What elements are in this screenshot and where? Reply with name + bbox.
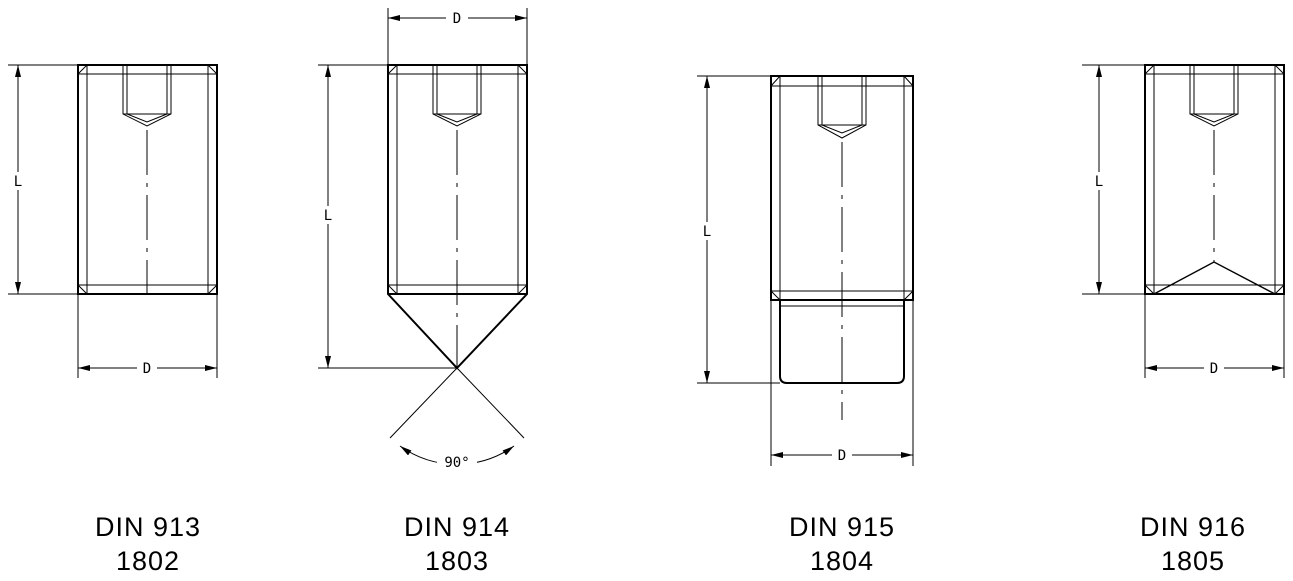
chamfer-lines xyxy=(1144,64,1285,295)
article-code: 1802 xyxy=(115,546,181,576)
caption-din-913: DIN 913 1802 xyxy=(48,510,248,578)
article-code: 1803 xyxy=(424,546,490,576)
angle-dimension xyxy=(389,367,525,465)
length-label: L xyxy=(14,174,22,190)
diameter-label: D xyxy=(1210,361,1218,377)
hex-socket xyxy=(1189,65,1239,127)
length-label: L xyxy=(703,224,711,240)
chamfer-lines xyxy=(770,75,914,307)
length-label: L xyxy=(1095,174,1103,190)
angle-label: 90° xyxy=(444,455,469,471)
hex-socket xyxy=(122,65,172,127)
article-code: 1805 xyxy=(1160,546,1226,576)
screw-body xyxy=(77,64,218,295)
hex-socket xyxy=(817,76,867,139)
article-code: 1804 xyxy=(809,546,875,576)
caption-din-914: DIN 914 1803 xyxy=(357,510,557,578)
screw-body xyxy=(1144,64,1285,295)
diameter-label: D xyxy=(143,361,151,377)
caption-din-916: DIN 916 1805 xyxy=(1093,510,1293,578)
standard-label: DIN 914 xyxy=(403,512,511,542)
chamfer-lines xyxy=(77,64,218,295)
standard-label: DIN 916 xyxy=(1139,512,1247,542)
standard-label: DIN 915 xyxy=(788,512,896,542)
cup-point xyxy=(1153,261,1276,295)
screw-din-914 xyxy=(318,8,528,465)
standard-label: DIN 913 xyxy=(94,512,202,542)
hex-socket xyxy=(432,65,482,127)
diameter-label: D xyxy=(453,11,461,27)
screw-din-915 xyxy=(697,75,914,466)
chamfer-lines xyxy=(387,64,528,295)
length-label: L xyxy=(324,208,332,224)
diameter-label: D xyxy=(838,448,846,464)
screw-din-916 xyxy=(1082,64,1285,378)
caption-din-915: DIN 915 1804 xyxy=(742,510,942,578)
screw-din-913 xyxy=(8,64,218,378)
